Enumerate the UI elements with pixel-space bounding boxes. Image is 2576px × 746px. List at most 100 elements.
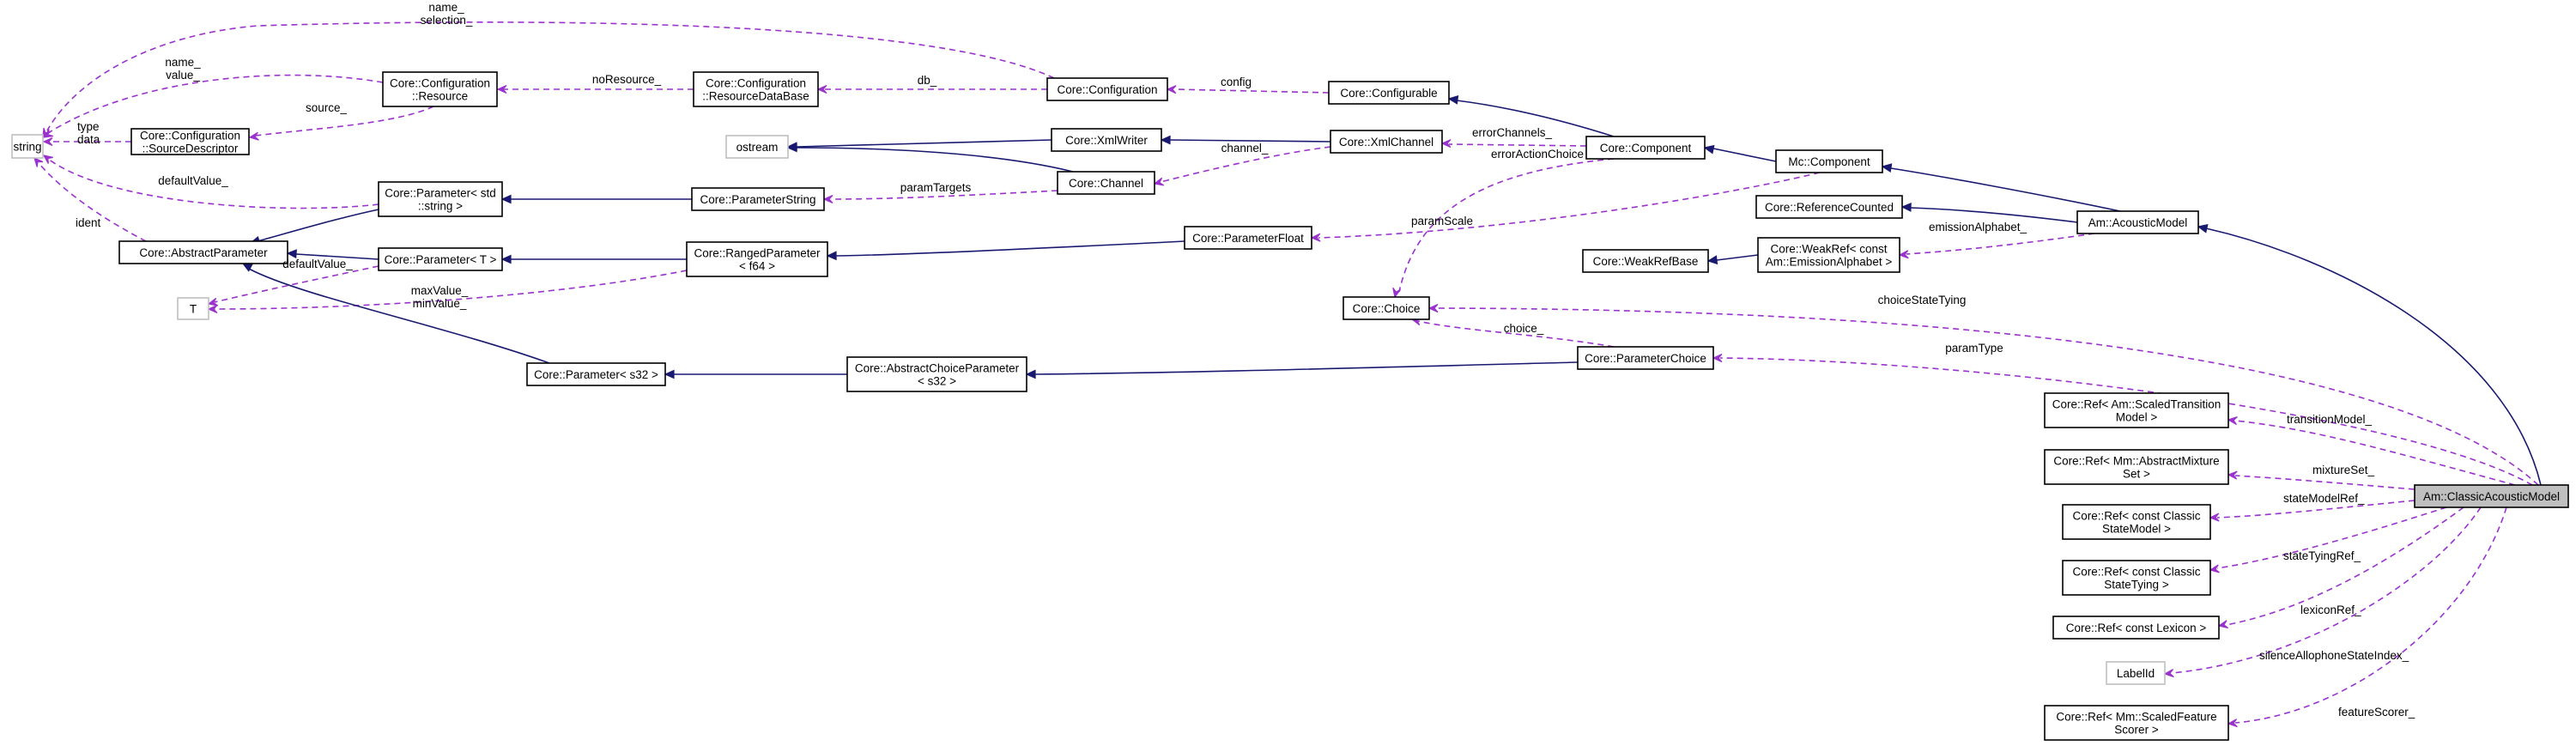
- class-node-label: Core::Channel: [1069, 177, 1143, 190]
- class-node-ostream[interactable]: ostream: [725, 135, 789, 159]
- edge-label-choice_state_tying: choiceStateTying: [1878, 294, 1967, 306]
- class-node-configuration[interactable]: Core::Configuration: [1046, 77, 1168, 101]
- class-node-box: [693, 71, 819, 107]
- class-node-label: Core::Configuration: [1057, 83, 1157, 96]
- usage-edge-abstract_parameter-to-string: [38, 162, 147, 242]
- class-node-label: < s32 >: [918, 375, 956, 388]
- class-node-label: Core::ReferenceCounted: [1765, 201, 1894, 214]
- usage-edge-cfg_resource-to-cfg_source_descriptor: [255, 106, 434, 136]
- edge-label-default_value_str: defaultValue_: [158, 174, 228, 187]
- arrowhead-component-to-choice: [1392, 287, 1402, 299]
- class-node-choice[interactable]: Core::Choice: [1343, 296, 1430, 320]
- usage-edge-component-to-choice: [1398, 158, 1615, 293]
- class-node-weak-ref-base[interactable]: Core::WeakRefBase: [1582, 249, 1709, 273]
- edge-label-default_value_t: defaultValue_: [282, 258, 353, 270]
- class-node-parameter-choice[interactable]: Core::ParameterChoice: [1577, 346, 1714, 370]
- class-node-label: StateModel >: [2102, 523, 2171, 536]
- nodes-layer: string Core::Configuration::SourceDescrip…: [11, 71, 2569, 741]
- class-node-label: Core::Ref< Am::ScaledTransition: [2052, 398, 2221, 411]
- class-node-label: ::Resource: [412, 90, 468, 103]
- class-node-parameter-s32[interactable]: Core::Parameter< s32 >: [526, 362, 666, 386]
- edge-label-state_model_ref: stateModelRef_: [2283, 492, 2365, 505]
- usage-edge-acoustic_model-to-weak_ref_emission: [1906, 233, 2095, 255]
- edge-labels-layer: name_value_name_selection_typedatadefaul…: [76, 1, 2415, 719]
- edge-label-type_data: type: [77, 120, 100, 133]
- class-node-label: Core::Ref< const Classic: [2073, 566, 2201, 579]
- class-node-classic-acoustic-model[interactable]: Am::ClassicAcousticModel: [2414, 484, 2569, 508]
- class-node-label: Am::AcousticModel: [2088, 216, 2188, 229]
- class-node-box: [1046, 77, 1168, 101]
- arrowhead-classic_acoustic_model-to-choice: [1427, 303, 1439, 313]
- class-node-t-type[interactable]: T: [177, 297, 209, 320]
- arrowhead-acoustic_model-to-weak_ref_emission: [1898, 250, 1909, 259]
- class-node-parameter-float[interactable]: Core::ParameterFloat: [1184, 226, 1312, 250]
- class-node-label: Core::Ref< Mm::ScaledFeature: [2056, 711, 2216, 724]
- arrowhead-acoustic_model-to-reference_counted: [1900, 202, 1912, 212]
- arrowhead-abstract_parameter-to-string: [33, 156, 44, 167]
- class-node-box: [2052, 616, 2220, 640]
- arrowhead-classic_acoustic_model-to-ref_scaled_transition: [2227, 415, 2238, 426]
- arrowhead-param_t-to-abstract_parameter: [286, 249, 297, 259]
- class-node-label: Core::WeakRef< const: [1771, 243, 1888, 256]
- class-node-cfg-resource[interactable]: Core::Configuration::Resource: [382, 71, 498, 107]
- usage-edge-classic_acoustic_model-to-ref_lexicon: [2225, 506, 2464, 626]
- class-node-xml-channel[interactable]: Core::XmlChannel: [1330, 130, 1443, 154]
- class-node-xml-writer[interactable]: Core::XmlWriter: [1051, 128, 1162, 152]
- class-node-weak-ref-emission[interactable]: Core::WeakRef< constAm::EmissionAlphabet…: [1757, 237, 1900, 273]
- class-node-acoustic-model[interactable]: Am::AcousticModel: [2076, 210, 2199, 234]
- class-node-label: Core::Configuration: [390, 77, 490, 90]
- class-node-ranged-parameter[interactable]: Core::RangedParameter< f64 >: [686, 241, 828, 277]
- class-node-box: [686, 241, 828, 277]
- class-node-configurable[interactable]: Core::Configurable: [1328, 81, 1450, 105]
- arrowhead-cfg_resource_db-to-cfg_resource: [496, 84, 507, 94]
- class-node-box: [2062, 560, 2211, 596]
- edge-label-silence_allophone: silenceAllophoneStateIndex_: [2259, 649, 2409, 662]
- inheritance-edge-mc_component-to-component: [1712, 148, 1777, 162]
- inheritance-edge-acoustic_model-to-reference_counted: [1910, 207, 2078, 223]
- class-node-label: Am::EmissionAlphabet >: [1766, 256, 1893, 269]
- class-node-string[interactable]: string: [11, 134, 44, 159]
- edge-label-param_targets: paramTargets: [900, 181, 972, 194]
- class-node-cfg-source-descriptor[interactable]: Core::Configuration::SourceDescriptor: [130, 128, 250, 155]
- inheritance-edge-xml_channel-to-xml_writer: [1169, 139, 1331, 143]
- arrowhead-abstract_choice_param-to-parameter_s32: [664, 369, 675, 379]
- arrowhead-ranged_parameter-to-param_t: [500, 254, 512, 264]
- usage-edge-classic_acoustic_model-to-ref_state_model: [2216, 500, 2415, 519]
- class-node-box: [1343, 296, 1430, 320]
- class-node-label-id[interactable]: LabelId: [2106, 661, 2166, 685]
- usage-edge-ranged_parameter-to-t_type: [214, 270, 688, 310]
- arrowhead-classic_acoustic_model-to-acoustic_model: [2197, 224, 2209, 234]
- class-node-abstract-parameter[interactable]: Core::AbstractParameter: [118, 240, 288, 264]
- class-node-channel[interactable]: Core::Channel: [1057, 171, 1155, 195]
- class-node-box: [130, 128, 250, 155]
- class-node-param-string-tpl[interactable]: Core::Parameter< std::string >: [378, 181, 503, 217]
- class-node-parameter-string[interactable]: Core::ParameterString: [691, 187, 825, 211]
- class-node-param-t[interactable]: Core::Parameter< T >: [378, 247, 503, 271]
- class-node-box: [1328, 81, 1450, 105]
- class-node-label: Core::Ref< const Lexicon >: [2066, 622, 2207, 634]
- class-node-label: Core::XmlChannel: [1339, 136, 1433, 149]
- class-node-label: Core::WeakRefBase: [1593, 255, 1699, 268]
- class-node-component[interactable]: Core::Component: [1585, 136, 1706, 160]
- arrowhead-parameter_choice-to-abstract_choice_param: [1025, 369, 1036, 379]
- arrowhead-configurable-to-configuration: [1166, 85, 1177, 94]
- edge-label-name_selection: name_: [428, 1, 464, 14]
- class-node-mc-component[interactable]: Mc::Component: [1775, 149, 1883, 173]
- arrowhead-classic_acoustic_model-to-parameter_choice: [1712, 354, 1723, 363]
- arrowhead-component-to-xml_channel: [1440, 139, 1452, 149]
- class-node-box: [177, 297, 209, 320]
- edge-label-ident: ident: [76, 216, 101, 229]
- inheritance-edge-classic_acoustic_model-to-acoustic_model: [2205, 227, 2542, 486]
- class-node-label: Core::Ref< Mm::AbstractMixture: [2053, 455, 2219, 468]
- class-node-ref-lexicon[interactable]: Core::Ref< const Lexicon >: [2052, 616, 2220, 640]
- class-node-abstract-choice-param[interactable]: Core::AbstractChoiceParameter< s32 >: [846, 356, 1027, 392]
- class-node-box: [1051, 128, 1162, 152]
- class-node-cfg-resource-db[interactable]: Core::Configuration::ResourceDataBase: [693, 71, 819, 107]
- class-node-reference-counted[interactable]: Core::ReferenceCounted: [1755, 195, 1903, 219]
